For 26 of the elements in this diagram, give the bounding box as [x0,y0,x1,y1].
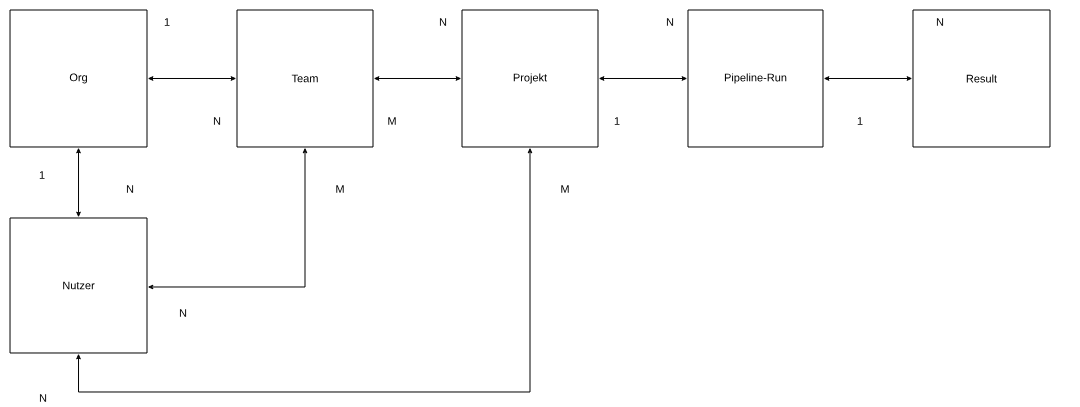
cardinality-label: 1 [164,18,170,26]
cardinality-label: N [439,18,447,26]
arrow [148,76,236,81]
cardinality-label: N [126,185,134,193]
cardinality-label: N [666,18,674,26]
cardinality-label: M [561,185,569,193]
cardinality-label: M [336,185,344,193]
arrow [824,76,912,81]
cardinality-label: 1 [614,117,620,125]
cardinality-label: N [213,117,221,125]
arrow [374,76,461,81]
entity-box: Org [9,9,148,148]
entity-box: Team [236,9,374,148]
cardinality-label: 1 [857,117,863,125]
arrow [599,76,687,81]
cardinality-label: 1 [39,171,45,179]
entity-box: Nutzer [9,217,148,354]
cardinality-label: N [936,18,944,26]
cardinality-label: N [179,309,187,317]
arrow [76,148,533,393]
cardinality-label: M [388,117,396,125]
cardinality-label: N [39,394,47,402]
entity-box: Pipeline-Run [687,9,824,148]
arrow [76,148,81,217]
entity-box: Projekt [461,9,599,148]
arrow [148,148,308,290]
